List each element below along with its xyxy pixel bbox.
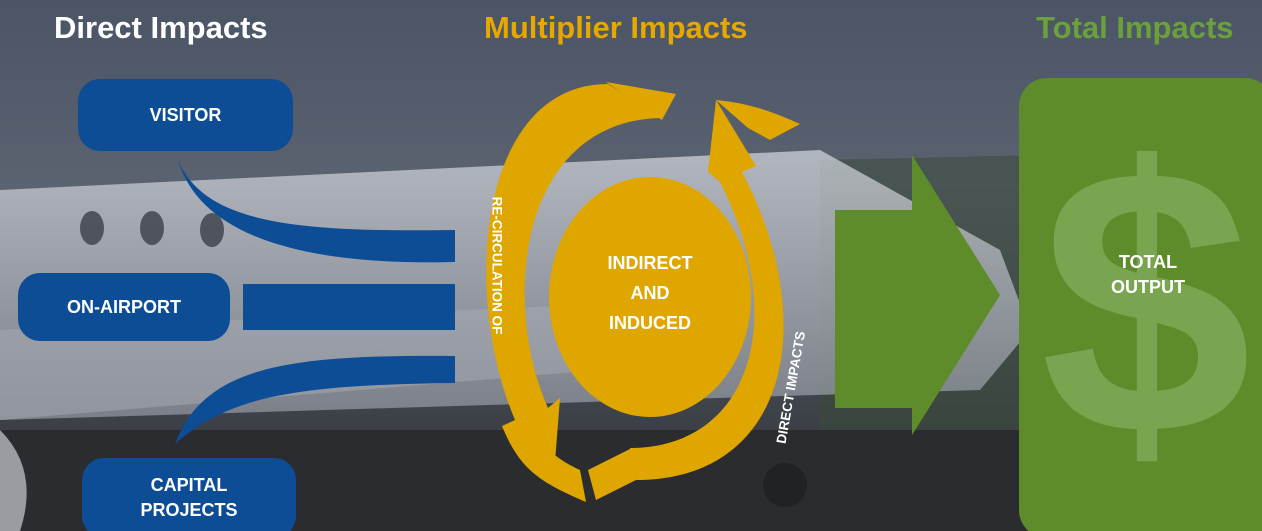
- visitor-flow-band: [178, 160, 455, 263]
- total-label-line2: OUTPUT: [1111, 277, 1185, 297]
- dollar-sign-icon: $: [1040, 89, 1252, 514]
- recirculation-arrow-label: RE-CIRCULATION OF: [489, 196, 505, 335]
- capital-label-line2: PROJECTS: [140, 500, 238, 520]
- right-arrow-top-hook: [716, 100, 800, 140]
- visitor-label: VISITOR: [149, 104, 222, 125]
- capital-label-line1: CAPITAL: [150, 475, 228, 495]
- capital-projects-box: CAPITAL PROJECTS: [82, 458, 296, 531]
- on-airport-box: ON-AIRPORT: [18, 273, 230, 341]
- total-label-line1: TOTAL: [1118, 252, 1178, 272]
- multiplier-impacts-heading: Multiplier Impacts: [484, 10, 748, 45]
- center-label-line2: AND: [630, 283, 670, 303]
- center-label-line3: INDUCED: [608, 313, 691, 333]
- total-impacts-heading: Total Impacts: [1036, 10, 1234, 45]
- capital-flow-band: [175, 355, 455, 444]
- right-lower-curve: [588, 448, 636, 500]
- visitor-box: VISITOR: [78, 79, 293, 151]
- right-recirculation-arrow: [630, 100, 784, 480]
- total-output-label: TOTAL OUTPUT: [1078, 250, 1218, 300]
- direct-impacts-heading: Direct Impacts: [54, 10, 268, 45]
- left-lower-curve: [502, 426, 586, 502]
- green-arrow-shape: [835, 155, 1000, 435]
- total-output-panel: [1019, 78, 1262, 531]
- on-airport-label: ON-AIRPORT: [67, 296, 181, 317]
- center-label-line1: INDIRECT: [607, 253, 693, 273]
- on-airport-flow-band: [243, 284, 455, 330]
- indirect-induced-label: INDIRECT AND INDUCED: [565, 248, 735, 338]
- left-recirculation-arrow: [486, 84, 662, 462]
- indirect-induced-ellipse: [549, 177, 751, 417]
- left-arrow-head-top: [606, 82, 676, 120]
